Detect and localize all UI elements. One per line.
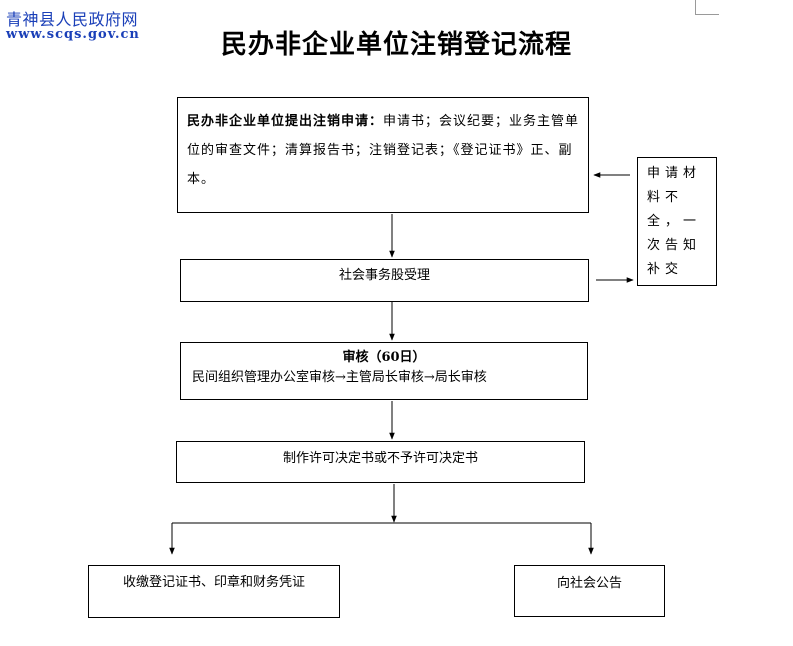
incomplete-notice-text: 申请材料不全，一次告知补交	[647, 166, 702, 277]
acceptance-box: 社会事务股受理	[180, 259, 589, 302]
incomplete-notice-box: 申请材料不全，一次告知补交	[637, 157, 717, 286]
application-box: 民办非企业单位提出注销申请：申请书；会议纪要；业务主管单位的审查文件；清算报告书…	[177, 97, 589, 213]
page-title: 民办非企业单位注销登记流程	[220, 30, 572, 60]
collect-text: 收缴登记证书、印章和财务凭证	[122, 575, 305, 590]
review-detail: 民间组织管理办公室审核→主管局长审核→局长审核	[192, 370, 487, 385]
page-corner-mark	[695, 0, 719, 15]
application-detail: 申请书；会议纪要；业务主管单位的审查文件；清算报告书；注销登记表；《登记证书》正…	[187, 114, 580, 187]
announce-box: 向社会公告	[514, 565, 665, 617]
review-title: 审核（60日）	[342, 350, 426, 365]
decision-box: 制作许可决定书或不予许可决定书	[176, 441, 585, 483]
site-name: 青神县人民政府网	[6, 10, 139, 29]
collect-box: 收缴登记证书、印章和财务凭证	[88, 565, 340, 618]
decision-text: 制作许可决定书或不予许可决定书	[282, 451, 478, 466]
site-url: www.scqs.gov.cn	[6, 27, 140, 42]
review-box: 审核（60日） 民间组织管理办公室审核→主管局长审核→局长审核	[180, 342, 588, 400]
announce-text: 向社会公告	[556, 576, 622, 591]
acceptance-text: 社会事务股受理	[338, 268, 430, 283]
application-label: 民办非企业单位提出注销申请：	[187, 114, 384, 129]
